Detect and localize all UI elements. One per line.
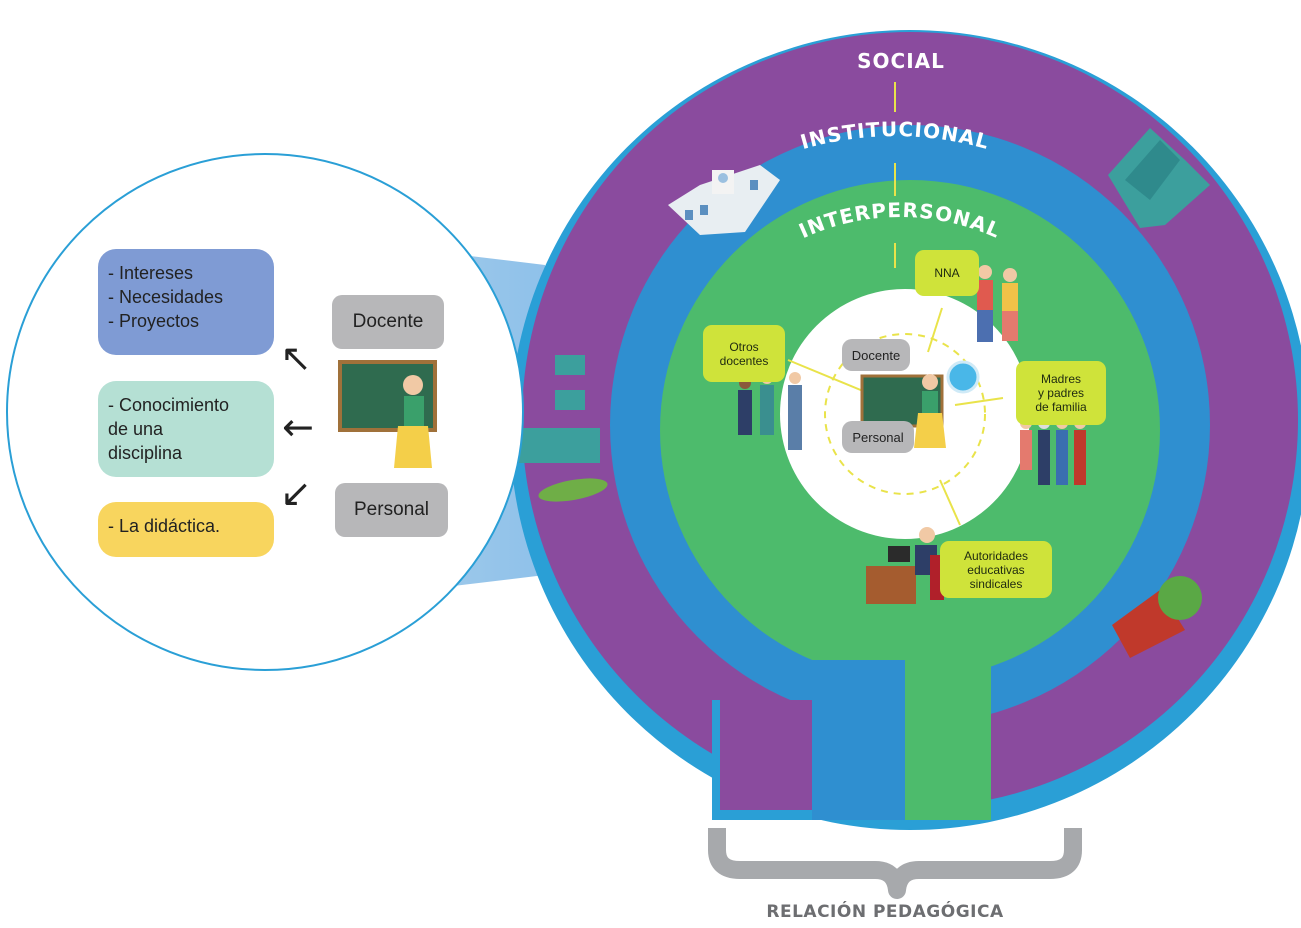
center-docente-box: Docente xyxy=(842,339,910,371)
stem-purple xyxy=(720,700,815,810)
city-buildings-illustration xyxy=(1108,128,1210,228)
arrow-to-didactica: ↙ xyxy=(280,471,312,515)
center-personal-box: Personal xyxy=(842,421,914,453)
tag-nna: NNA xyxy=(915,250,979,296)
tag-otros-docentes: Otros docentes xyxy=(703,325,785,382)
arrow-to-intereses: ↖ xyxy=(280,336,312,380)
left-buildings-illustration xyxy=(515,355,608,502)
zoom-teacher-chalkboard-illustration xyxy=(338,360,437,468)
school-building-illustration xyxy=(668,165,780,235)
nna-students-illustration xyxy=(977,265,1018,342)
flask-illustration xyxy=(946,360,980,394)
otros-docentes-illustration xyxy=(738,372,802,450)
stem-blue xyxy=(812,660,908,820)
tag-autoridades: Autoridades educativas sindicales xyxy=(940,541,1052,598)
core-dashed-orbit xyxy=(824,333,986,495)
footer-title: RELACIÓN PEDAGÓGICA xyxy=(766,902,1004,922)
zoom-personal-box: Personal xyxy=(335,483,448,537)
house-tree-illustration xyxy=(1112,576,1202,658)
footer-brace xyxy=(708,828,1082,899)
arrow-to-conocimiento: ← xyxy=(282,405,314,449)
card-conocimiento: - Conocimiento de una disciplina xyxy=(98,381,274,477)
card-didactica: - La didáctica. xyxy=(98,502,274,557)
card-intereses: - Intereses - Necesidades - Proyectos xyxy=(98,249,274,355)
zoom-docente-box: Docente xyxy=(332,295,444,349)
center-teacher-chalkboard-illustration xyxy=(860,374,946,448)
stem-green xyxy=(905,610,991,820)
ring-label-social: SOCIAL xyxy=(857,49,945,73)
tag-madres-padres: Madres y padres de familia xyxy=(1016,361,1106,425)
